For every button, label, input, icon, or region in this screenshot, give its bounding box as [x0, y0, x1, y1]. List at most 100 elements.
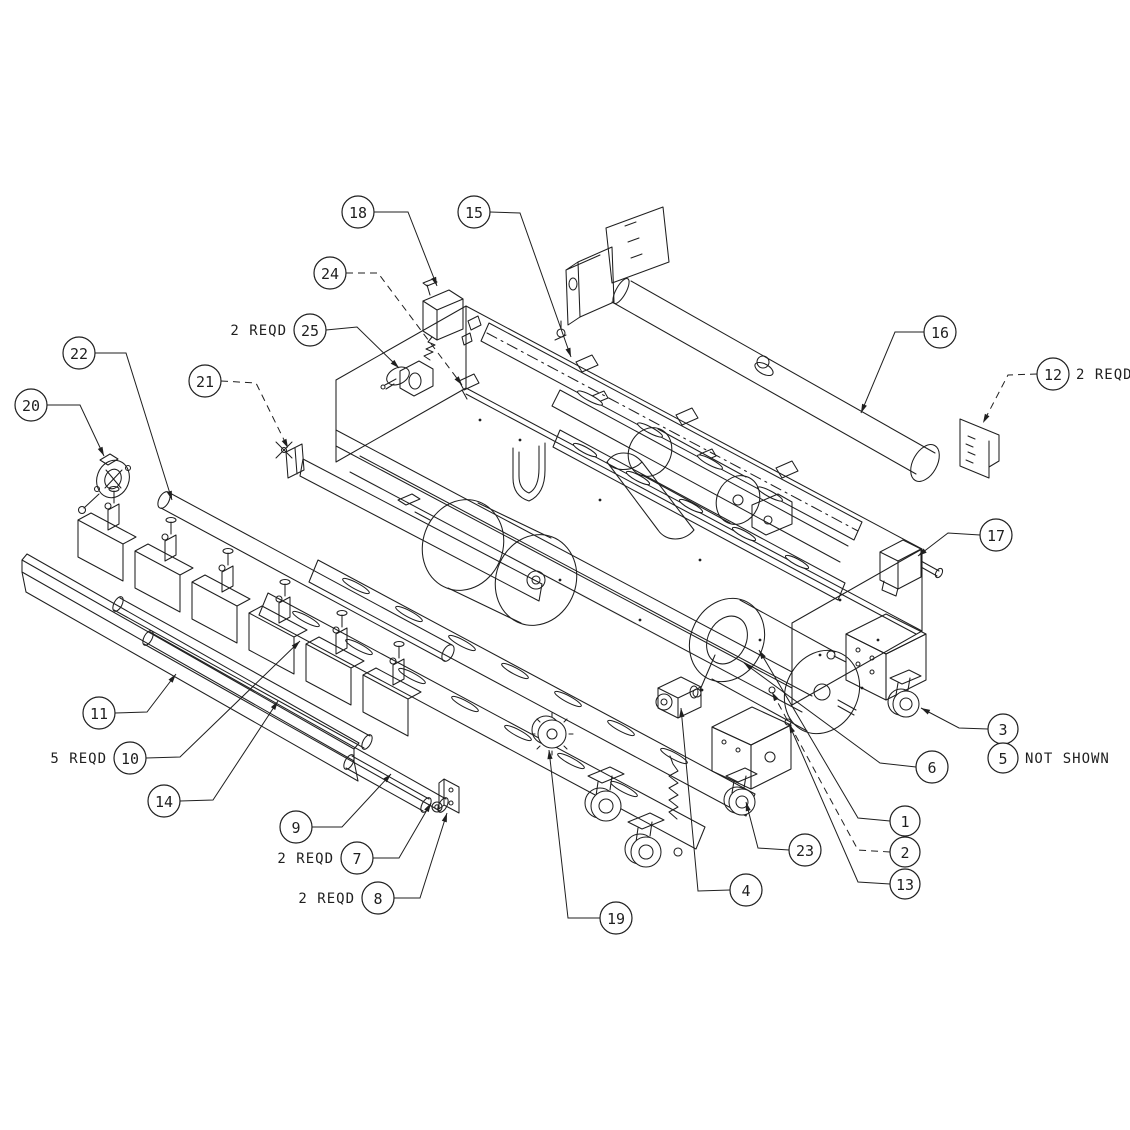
- leader-line-20: [47, 404, 105, 457]
- callout-8: 82 REQD: [298, 812, 448, 915]
- qty-note-5: NOT SHOWN: [1025, 751, 1110, 767]
- balloon-label-9: 9: [291, 819, 300, 837]
- qty-note-7: 2 REQD: [277, 851, 334, 867]
- leader-arrow-22: [166, 490, 172, 500]
- callout-25: 252 REQD: [230, 313, 400, 369]
- balloon-11: [82, 696, 116, 730]
- balloon-label-12: 12: [1044, 366, 1062, 384]
- qty-note-8: 2 REQD: [298, 891, 355, 907]
- callout-22: 22: [62, 336, 173, 501]
- callout-15: 15: [457, 195, 572, 358]
- leader-line-18: [374, 211, 438, 287]
- front-apron-upper: [308, 559, 756, 817]
- leader-line-17: [917, 532, 981, 557]
- leader-line-16: [860, 331, 924, 414]
- leader-line-3: [920, 707, 989, 730]
- bracket-12: [959, 418, 1000, 479]
- left-drum: [397, 493, 578, 626]
- balloon-label-21: 21: [196, 373, 214, 391]
- balloon-5: [987, 742, 1019, 774]
- callout-19: 19: [547, 749, 633, 935]
- balloon-17: [979, 518, 1013, 552]
- leader-line-25: [325, 326, 400, 369]
- balloon-label-2: 2: [900, 844, 909, 862]
- balloon-label-5: 5: [998, 750, 1007, 768]
- leader-arrow-7: [424, 803, 431, 813]
- callout-7: 7 2 REQD: [277, 802, 432, 875]
- balloon-15: [457, 195, 491, 229]
- leader-arrow-6: [744, 663, 753, 671]
- leader-arrow-18: [431, 276, 437, 286]
- leader-line-12: [982, 373, 1038, 424]
- roller-mount-bracket: [554, 206, 670, 341]
- leader-line-24: [346, 272, 463, 386]
- leader-arrow-4: [679, 708, 685, 718]
- long-tube-22: [157, 491, 455, 662]
- leader-line-6: [743, 662, 917, 768]
- balloon-23: [788, 833, 822, 867]
- balloon-21: [188, 364, 222, 398]
- leader-arrow-17: [918, 548, 927, 556]
- callout-9: 9: [279, 773, 392, 844]
- callout-17: 17: [917, 518, 1013, 557]
- balloon-16: [923, 315, 957, 349]
- gearbox-right: [826, 613, 927, 701]
- clamp-bracket-21: [275, 441, 305, 479]
- chain: [668, 755, 683, 857]
- leader-line-19: [548, 749, 600, 919]
- balloon-label-13: 13: [896, 876, 914, 894]
- balloon-25: [293, 313, 327, 347]
- balloon-label-1: 1: [900, 813, 909, 831]
- caster-front-left: [584, 766, 625, 822]
- balloon-label-17: 17: [987, 527, 1005, 545]
- balloon-9: [279, 810, 313, 844]
- angle-bar-11: [21, 553, 360, 782]
- callout-18: 18: [341, 195, 438, 287]
- balloon-label-4: 4: [741, 882, 750, 900]
- balloon-label-19: 19: [607, 910, 625, 928]
- balloon-1: [889, 805, 921, 837]
- balloon-22: [62, 336, 96, 370]
- leader-line-10: [145, 640, 301, 759]
- callout-11: 11: [82, 673, 177, 730]
- support-rail: [461, 315, 863, 541]
- balloon-19: [599, 901, 633, 935]
- qty-note-25: 2 REQD: [230, 323, 287, 339]
- leader-arrow-1: [759, 650, 766, 660]
- clamp-panels-10: [77, 485, 422, 737]
- callout-6: 6: [743, 662, 949, 784]
- balloon-label-7: 7: [352, 850, 361, 868]
- balloon-13: [889, 868, 921, 900]
- balloon-18: [341, 195, 375, 229]
- leader-arrow-3: [921, 708, 931, 715]
- leader-arrow-25: [390, 359, 399, 368]
- callout-5: 5 NOT SHOWN: [987, 742, 1110, 774]
- inner-slotted-rail: [552, 429, 846, 601]
- callout-14: 14: [147, 700, 279, 818]
- balloon-label-11: 11: [90, 705, 108, 723]
- balloon-label-3: 3: [998, 721, 1007, 739]
- leader-arrow-10: [291, 641, 300, 650]
- caster-3: [887, 669, 922, 718]
- callout-1: 1: [758, 649, 921, 837]
- leader-line-9: [312, 773, 392, 828]
- leader-line-11: [114, 673, 177, 714]
- sprocket-19: [530, 712, 574, 756]
- balloon-label-6: 6: [927, 759, 936, 777]
- leader-arrow-11: [168, 674, 176, 683]
- balloon-label-23: 23: [796, 842, 814, 860]
- callout-20: 20: [14, 388, 105, 457]
- leader-arrow-19: [547, 750, 553, 760]
- leader-arrow-2: [772, 692, 779, 702]
- leader-arrow-16: [861, 403, 867, 413]
- caster-front-mid: [624, 812, 665, 868]
- motor-17: [879, 539, 944, 597]
- callout-13: 13: [788, 723, 921, 900]
- leader-arrow-8: [441, 813, 447, 823]
- balloon-20: [14, 388, 48, 422]
- callout-2: 2: [771, 691, 921, 868]
- callout-21: 21: [188, 364, 289, 449]
- leader-line-1: [758, 649, 891, 822]
